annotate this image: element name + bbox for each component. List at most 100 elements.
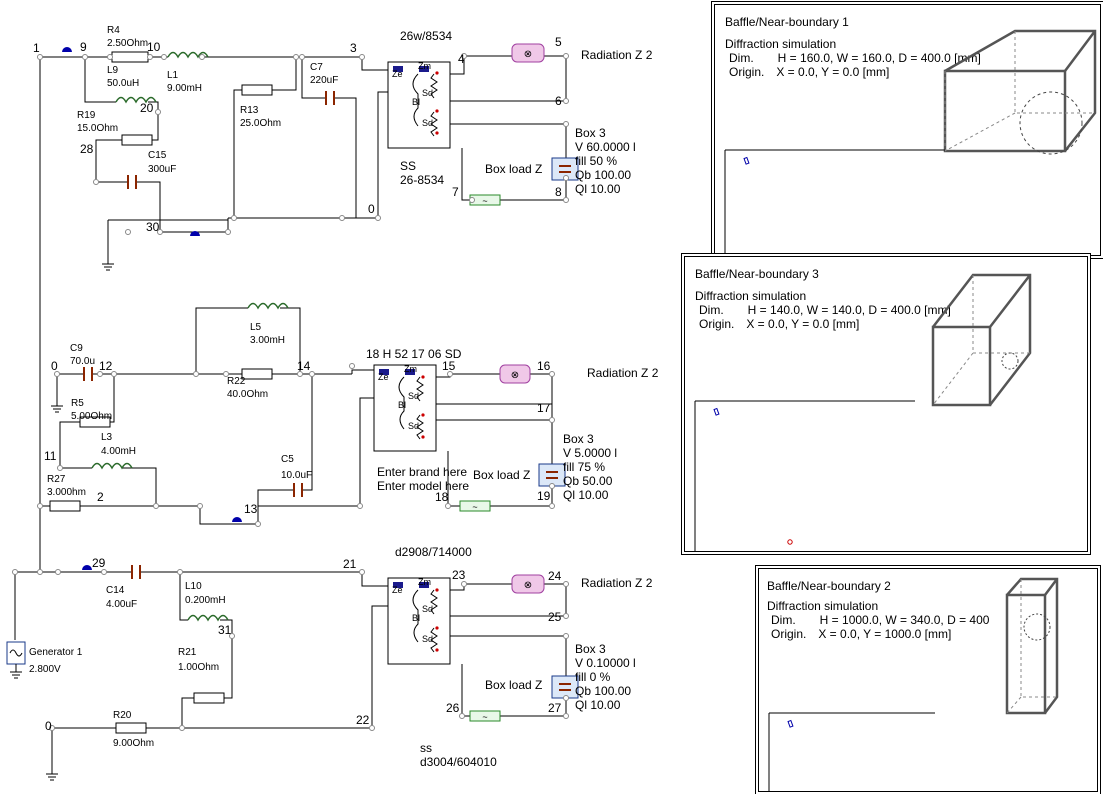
junction-node[interactable]: [309, 371, 315, 377]
junction-node[interactable]: [357, 503, 363, 509]
junction-node[interactable]: [107, 54, 113, 60]
junction-node[interactable]: [155, 109, 161, 115]
junction-node[interactable]: [359, 54, 365, 60]
junction-node[interactable]: [461, 53, 467, 59]
junction-node[interactable]: [369, 725, 375, 731]
junction-node[interactable]: [563, 633, 569, 639]
junction-node[interactable]: [549, 417, 555, 423]
resistor-r22[interactable]: [241, 368, 273, 380]
junction-node[interactable]: [97, 371, 103, 377]
junction-node[interactable]: [563, 581, 569, 587]
resistor-r27[interactable]: [49, 500, 81, 512]
junction-node[interactable]: [37, 569, 43, 575]
inductor-l5[interactable]: [247, 302, 289, 309]
junction-node[interactable]: [223, 371, 229, 377]
junction-node[interactable]: [225, 229, 231, 235]
box-load-2[interactable]: [538, 463, 566, 487]
junction-node[interactable]: [12, 569, 18, 575]
junction-node[interactable]: [293, 54, 299, 60]
junction-node[interactable]: [111, 371, 117, 377]
junction-node[interactable]: [49, 725, 55, 731]
junction-node[interactable]: [255, 521, 261, 527]
driver-3-box[interactable]: [387, 577, 451, 665]
baffle-panel-1[interactable]: Baffle/Near-boundary 1 Diffraction simul…: [714, 4, 1101, 256]
resistor-r13[interactable]: [241, 84, 273, 96]
junction-node[interactable]: [563, 121, 569, 127]
junction-node[interactable]: [157, 229, 163, 235]
junction-node[interactable]: [469, 197, 475, 203]
junction-node[interactable]: [349, 363, 355, 369]
junction-node[interactable]: [231, 215, 237, 221]
resistor-r19[interactable]: [121, 134, 153, 146]
junction-node[interactable]: [147, 54, 153, 60]
junction-node[interactable]: [563, 197, 569, 203]
resistor-green-2[interactable]: [459, 500, 491, 512]
junction-node[interactable]: [563, 713, 569, 719]
junction-node[interactable]: [199, 54, 205, 60]
svg-text:~: ~: [482, 712, 487, 722]
junction-node[interactable]: [563, 98, 569, 104]
junction-node[interactable]: [101, 569, 107, 575]
component-value: 1.00Ohm: [178, 662, 219, 673]
junction-node[interactable]: [375, 215, 381, 221]
box-load-label: Box load Z: [485, 678, 542, 692]
driver-1-box[interactable]: [387, 61, 451, 149]
junction-node[interactable]: [549, 483, 555, 489]
junction-node[interactable]: [161, 54, 167, 60]
junction-node[interactable]: [563, 695, 569, 701]
junction-node[interactable]: [549, 503, 555, 509]
junction-node[interactable]: [299, 54, 305, 60]
node-label: 28: [80, 142, 94, 156]
junction-node[interactable]: [445, 503, 451, 509]
junction-node[interactable]: [37, 54, 43, 60]
driver-pin-label: Sd: [408, 421, 419, 431]
junction-node[interactable]: [193, 371, 199, 377]
baffle-panel-2[interactable]: Baffle/Near-boundary 2 Diffraction simul…: [758, 568, 1098, 792]
resistor-green-3[interactable]: [469, 710, 501, 722]
driver-2-box[interactable]: [373, 364, 437, 452]
junction-node[interactable]: [177, 569, 183, 575]
junction-node[interactable]: [359, 569, 365, 575]
junction-node[interactable]: [82, 54, 88, 60]
box-3d-diagram: [768, 577, 1059, 791]
node-label: 12: [99, 359, 113, 373]
junction-node[interactable]: [229, 633, 235, 639]
junction-node[interactable]: [549, 371, 555, 377]
radiation-impedance-3[interactable]: [511, 574, 545, 594]
resistor-r20[interactable]: [115, 722, 147, 734]
junction-node[interactable]: [125, 229, 131, 235]
component-name: C14: [106, 585, 125, 596]
component-value: 9.00mH: [167, 83, 202, 94]
panel-subtitle: Diffraction simulation: [725, 37, 837, 51]
resistor-r4[interactable]: [111, 51, 149, 63]
junction-node[interactable]: [179, 725, 185, 731]
junction-node[interactable]: [297, 371, 303, 377]
junction-node[interactable]: [54, 371, 60, 377]
svg-text:~: ~: [472, 502, 477, 512]
component-value: 3.000hm: [47, 487, 86, 498]
radiation-impedance-1[interactable]: [511, 43, 545, 63]
node-label: 29: [92, 556, 106, 570]
junction-node[interactable]: [563, 613, 569, 619]
radiation-impedance-2[interactable]: [499, 364, 531, 384]
junction-node[interactable]: [197, 503, 203, 509]
resistor-r21[interactable]: [193, 692, 225, 704]
junction-node[interactable]: [447, 371, 453, 377]
junction-node[interactable]: [461, 581, 467, 587]
node-label: 4: [458, 52, 465, 66]
junction-node[interactable]: [563, 175, 569, 181]
junction-node[interactable]: [37, 503, 43, 509]
junction-node[interactable]: [93, 179, 99, 185]
resistor-r5[interactable]: [79, 416, 111, 428]
baffle-panel-3[interactable]: Baffle/Near-boundary 3 Diffraction simul…: [684, 256, 1088, 552]
svg-text:⊗: ⊗: [524, 49, 532, 60]
inductor-l3[interactable]: [91, 462, 133, 469]
junction-node[interactable]: [563, 53, 569, 59]
inductor-l10[interactable]: [187, 614, 229, 621]
junction-node[interactable]: [459, 713, 465, 719]
junction-node[interactable]: [153, 503, 159, 509]
junction-node[interactable]: [57, 465, 63, 471]
junction-node[interactable]: [55, 569, 61, 575]
junction-node[interactable]: [339, 215, 345, 221]
